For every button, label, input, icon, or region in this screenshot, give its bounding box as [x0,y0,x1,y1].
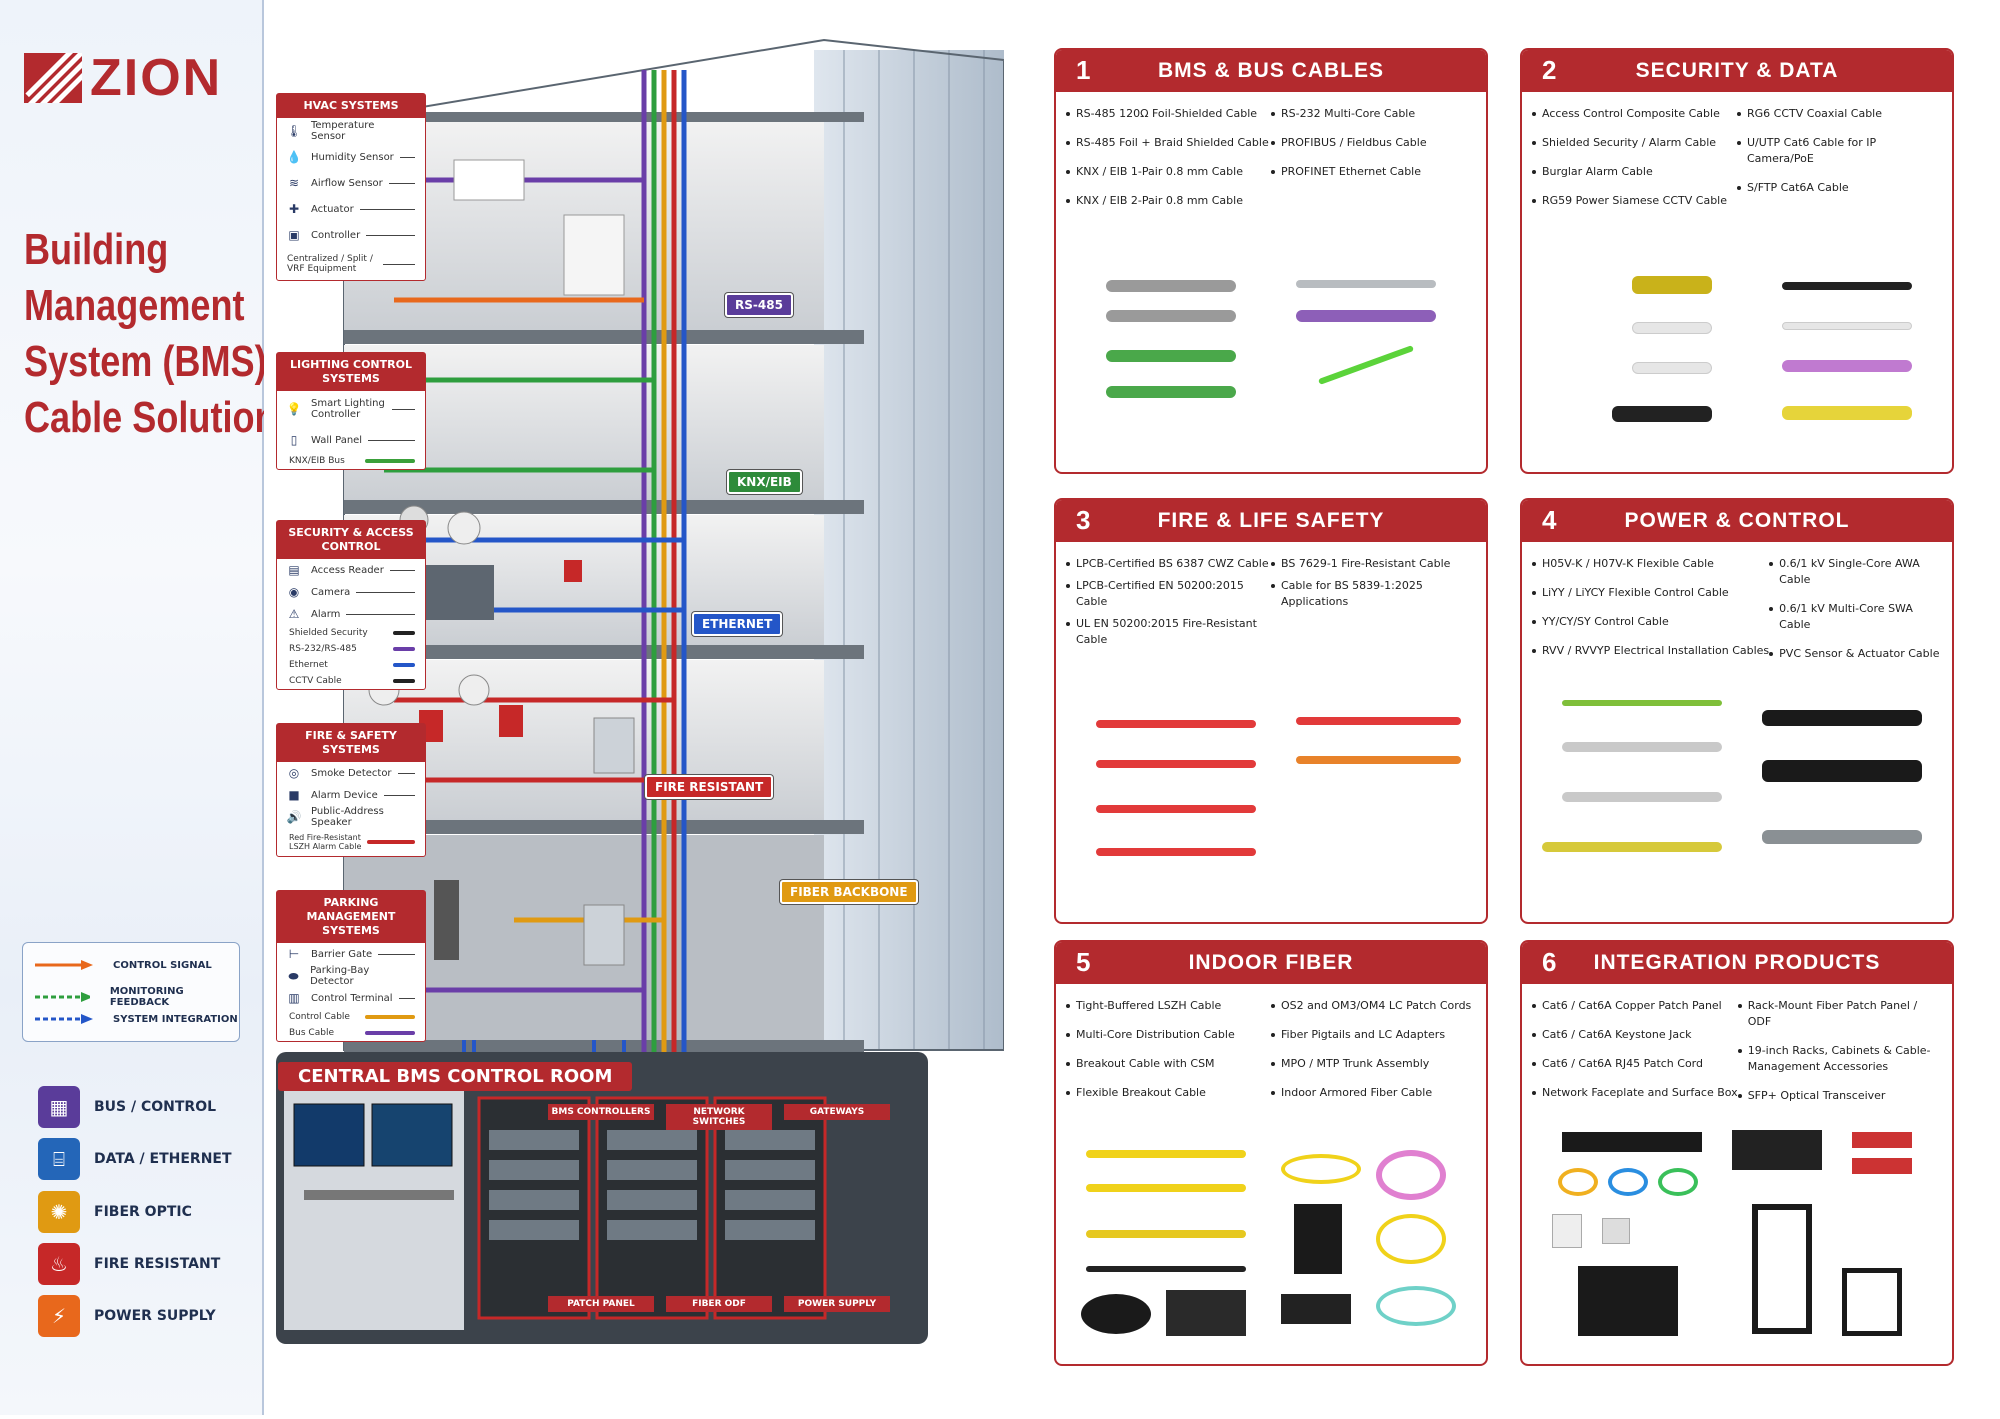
rack-label-patch-panel: PATCH PANEL [548,1296,654,1312]
fiber-backbone-tag: FIBER BACKBONE [780,880,918,904]
airflow-sensor-item: ≋Airflow Sensor [277,170,425,196]
alarm-item: ⚠Alarm [277,603,425,625]
security-access-box: SECURITY & ACCESS CONTROL ▤Access Reader… [276,520,426,690]
ethernet-legend: Ethernet [277,657,425,673]
droplet-icon: 💧 [286,150,302,164]
rack-label-fiber-odf: FIBER ODF [666,1296,772,1312]
alarm-device-icon: ■ [288,788,300,802]
category-power-supply: ⚡ POWER SUPPLY [38,1295,216,1337]
camera-item: ◉Camera [277,581,425,603]
fire-resistant-tag: FIRE RESISTANT [645,775,774,799]
rack-label-power-supply: POWER SUPPLY [784,1296,890,1312]
category-fiber-optic: ✺ FIBER OPTIC [38,1191,192,1233]
wall-panel-item: ▯Wall Panel [277,427,425,453]
rack-label-bms-controllers: BMS CONTROLLERS [548,1104,654,1120]
pa-speaker-item: 🔊Public-Address Speaker [286,806,384,828]
speaker-icon: 🔊 [286,810,302,824]
camera-icon: ◉ [288,585,300,599]
ethernet-tag: ETHERNET [692,612,783,636]
ethernet-icon: ⌸ [38,1138,80,1180]
brand-name: ZION [90,49,223,107]
lighting-control-box: LIGHTING CONTROL SYSTEMS 💡Smart Lighting… [276,352,426,470]
temperature-sensor-item: 🌡Temperature Sensor [286,120,375,142]
actuator-item: ✚Actuator [277,196,425,222]
humidity-sensor-item: 💧Humidity Sensor [277,144,425,170]
parking-bay-detector-item: ⬬Parking-Bay Detector [288,965,370,987]
page-title: Building Management System (BMS) Cable S… [24,225,297,442]
rs232-rs485-legend: RS-232/RS-485 [277,641,425,657]
barrier-gate-item: ⊢Barrier Gate [277,943,425,965]
control-terminal-item: ▥Control Terminal [277,987,425,1009]
control-cable-legend: Control Cable [277,1009,425,1025]
flame-icon: ♨ [38,1243,80,1285]
control-room-title: CENTRAL BMS CONTROL ROOM [278,1062,633,1091]
bus-cable-legend: Bus Cable [277,1025,425,1041]
hvac-systems-box: HVAC SYSTEMS 🌡Temperature Sensor 💧Humidi… [276,93,426,281]
alarm-device-item: ■Alarm Device [277,784,425,806]
panel-icon: ▯ [290,433,298,447]
alarm-icon: ⚠ [288,607,300,621]
shielded-security-legend: Shielded Security [277,625,425,641]
rack-label-network-switches: NETWORK SWITCHES [666,1104,772,1130]
vrf-equipment-item: Centralized / Split / VRF Equipment [277,248,425,280]
brand-logo: ZION [24,48,222,108]
category-fire-resistant: ♨ FIRE RESISTANT [38,1243,220,1285]
controller-icon: ▣ [288,228,300,242]
rs485-tag: RS-485 [725,293,793,317]
cctv-cable-legend: CCTV Cable [277,673,425,689]
legend-system-integration: SYSTEM INTEGRATION [35,1013,238,1025]
barrier-gate-icon: ⊢ [288,947,300,961]
divider [262,0,264,1415]
bay-detector-icon: ⬬ [288,968,299,983]
zion-logo-mark [24,53,82,103]
bus-icon: ▦ [38,1086,80,1128]
thermometer-icon: 🌡 [286,124,302,138]
access-reader-item: ▤Access Reader [277,559,425,581]
wind-icon: ≋ [288,176,300,190]
parking-management-box: PARKING MANAGEMENT SYSTEMS ⊢Barrier Gate… [276,890,426,1042]
smoke-detector-item: ◎Smoke Detector [277,762,425,784]
category-bus-control: ▦ BUS / CONTROL [38,1086,216,1128]
actuator-icon: ✚ [288,202,300,216]
category-data-ethernet: ⌸ DATA / ETHERNET [38,1138,232,1180]
terminal-icon: ▥ [288,991,300,1005]
knx-bus-legend: KNX/EIB Bus [277,453,425,469]
power-icon: ⚡ [38,1295,80,1337]
legend-control-signal: CONTROL SIGNAL [35,959,212,971]
card-reader-icon: ▤ [288,563,300,577]
rack-label-gateways: GATEWAYS [784,1104,890,1120]
signal-legend: CONTROL SIGNAL MONITORING FEEDBACK SYSTE… [22,942,240,1042]
fiber-icon: ✺ [38,1191,80,1233]
smoke-detector-icon: ◎ [288,766,300,780]
legend-monitoring-feedback: MONITORING FEEDBACK [35,986,239,1008]
smart-lighting-controller-item: 💡Smart Lighting Controller [277,391,425,427]
bulb-icon: 💡 [286,402,302,416]
controller-item: ▣Controller [277,222,425,248]
knx-tag: KNX/EIB [727,470,802,494]
fire-cable-legend: Red Fire-Resistant LSZH Alarm Cable [277,828,425,856]
fire-safety-box: FIRE & SAFETY SYSTEMS ◎Smoke Detector ■A… [276,723,426,857]
